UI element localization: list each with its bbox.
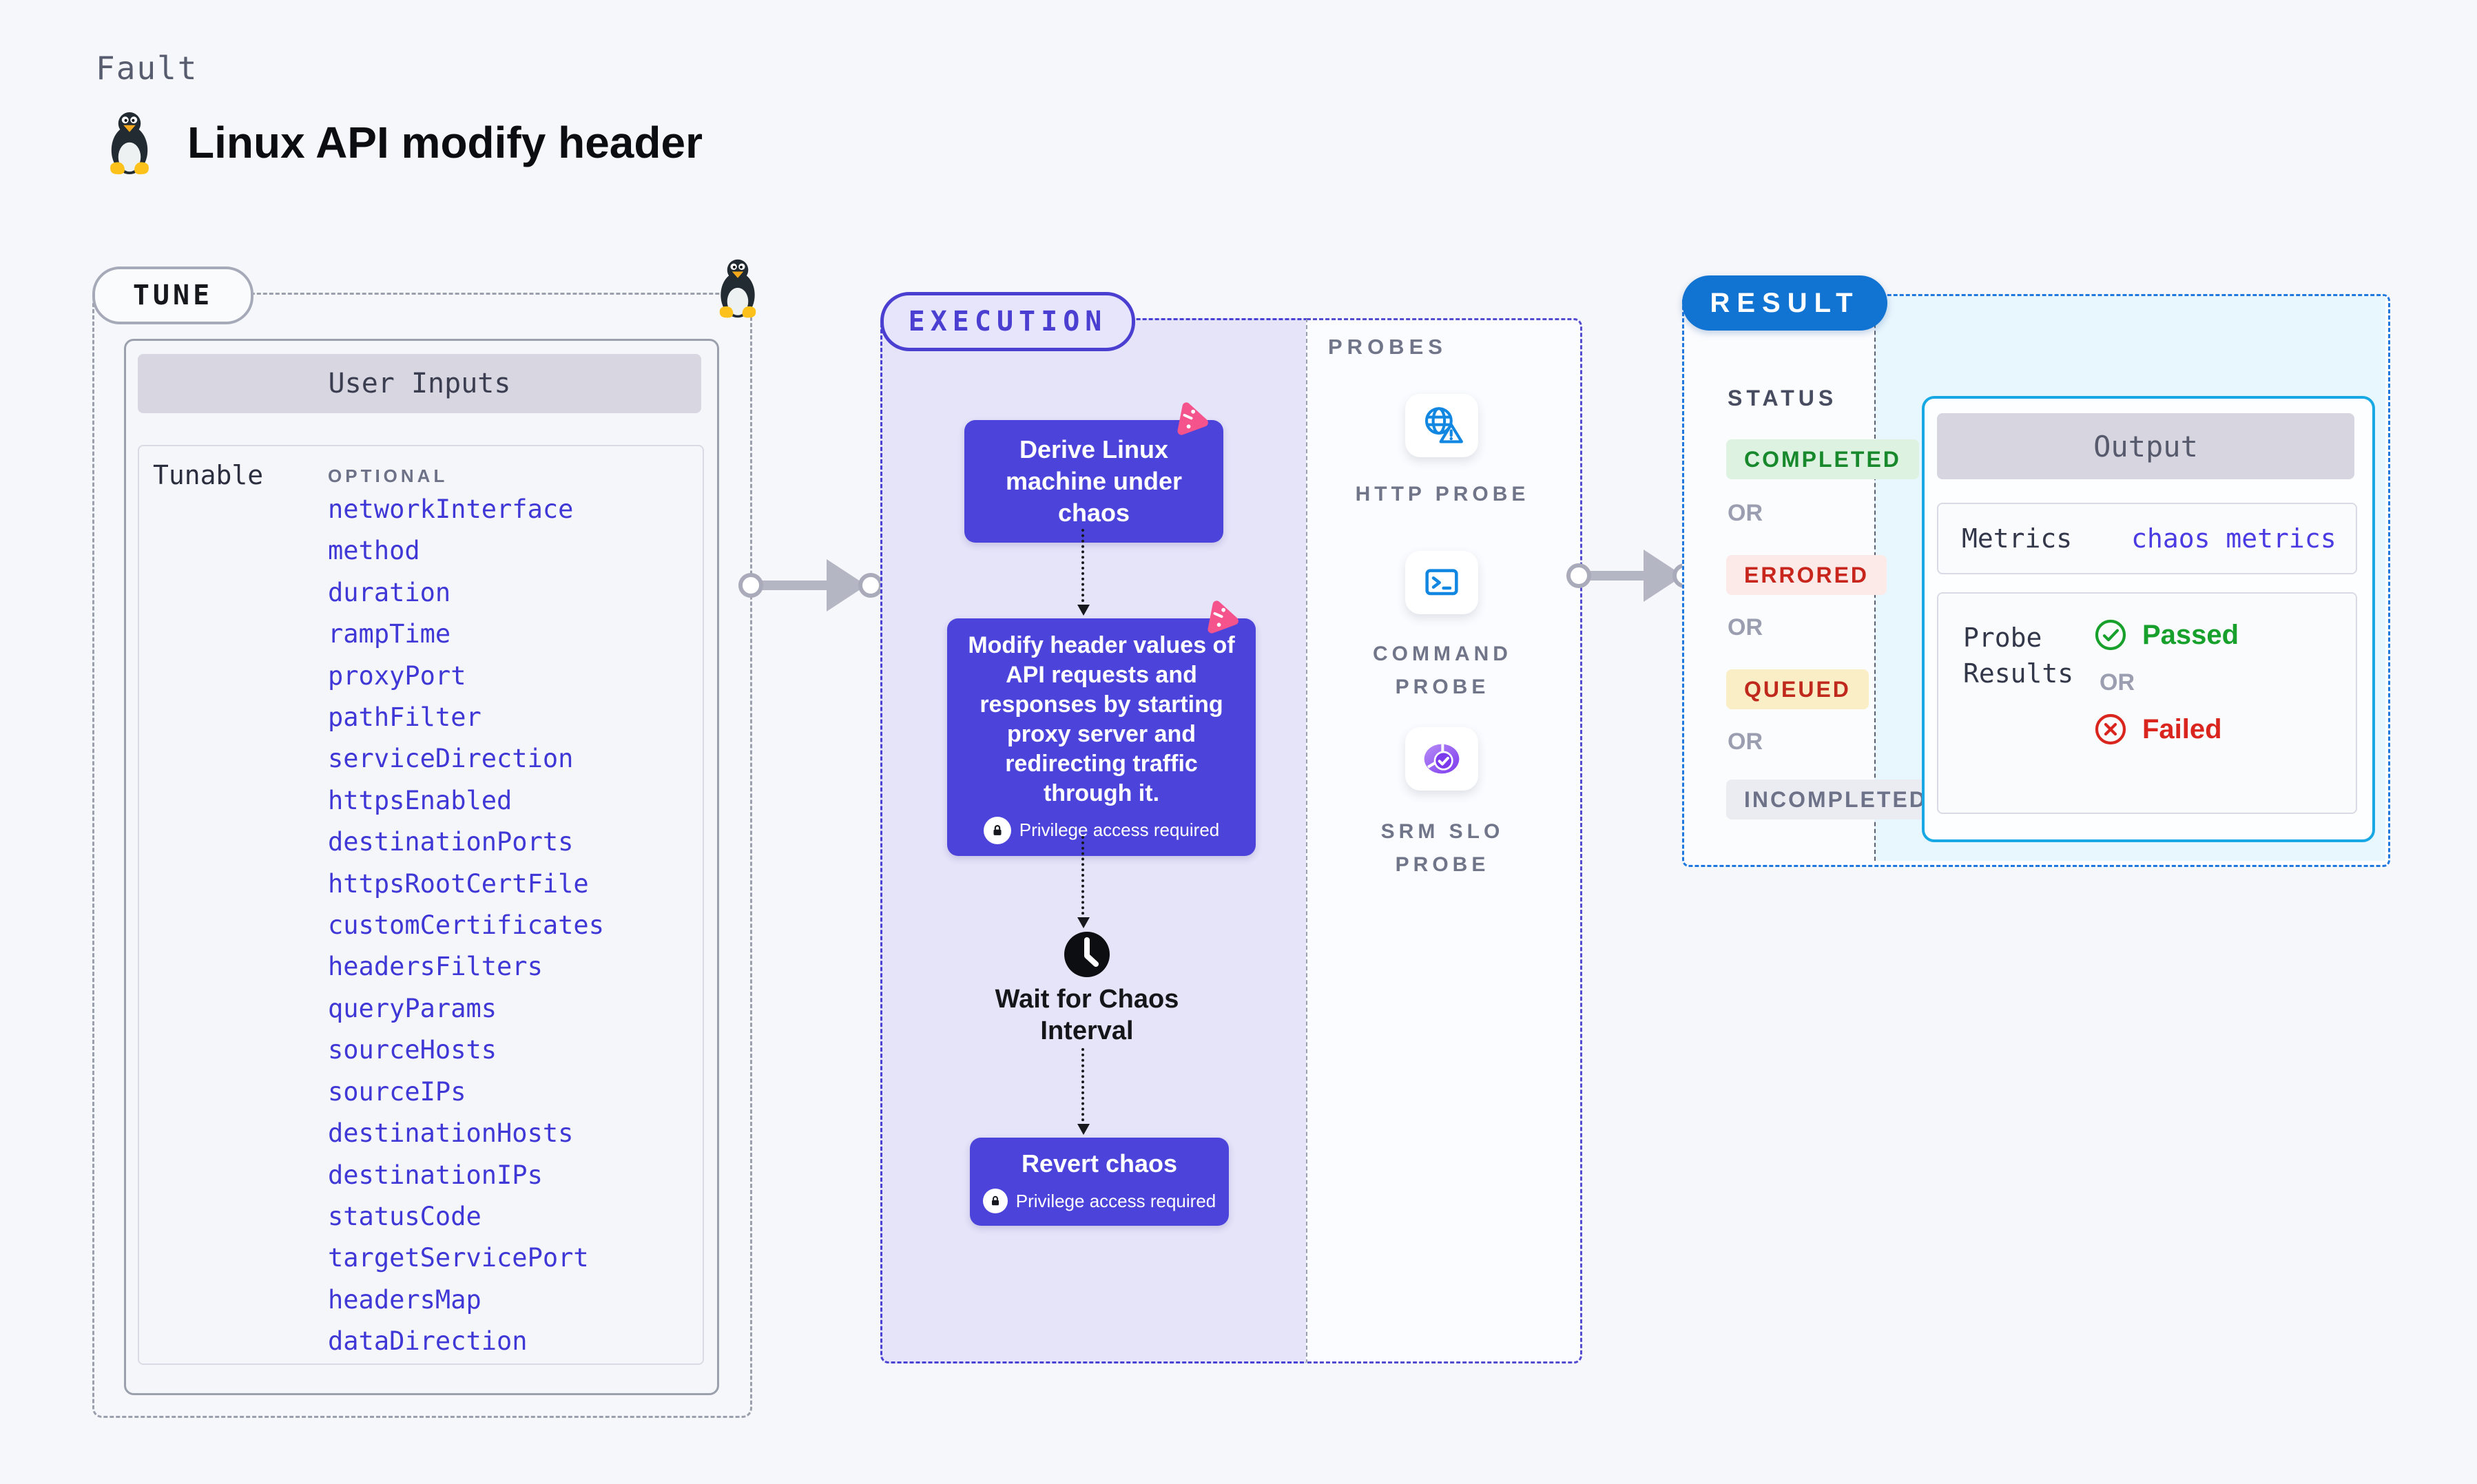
flow-connector [1077,529,1090,616]
linux-tux-icon [110,112,149,175]
step-derive-label: Derive Linux machine under chaos [1005,435,1183,527]
output-header: Output [1937,413,2354,479]
step-derive-machine: Derive Linux machine under chaos [964,420,1223,543]
or-separator: OR [1728,614,1763,640]
tunable-item[interactable]: method [328,536,420,566]
optional-label: OPTIONAL [328,466,448,486]
globe-warning-icon [1424,407,1463,443]
tunable-row-label: Tunable [153,460,264,490]
privilege-note: Privilege access required [960,815,1243,845]
user-inputs-header: User Inputs [138,354,701,413]
passed-label: Passed [2142,619,2239,650]
step-revert-chaos: Revert chaos Privilege access required [970,1138,1229,1226]
tunable-item[interactable]: destinationHosts [328,1118,574,1149]
tunable-item[interactable]: serviceDirection [328,744,574,774]
failed-row: Failed [2094,713,2239,746]
privilege-note-text: Privilege access required [1015,1191,1216,1211]
tunable-item[interactable]: destinationIPs [328,1160,543,1190]
probe-results-label: Probe Results [1963,623,2074,689]
tunables-list-box [138,445,704,1365]
chaos-spark-icon [1177,402,1208,435]
tunable-item[interactable]: headersFilters [328,952,543,982]
tunable-item[interactable]: customCertificates [328,910,604,941]
tunable-item[interactable]: targetServicePort [328,1243,589,1273]
or-separator: OR [1728,729,1763,755]
http-probe-label: HTTP PROBE [1355,483,1530,505]
status-badge-incompleted: INCOMPLETED [1726,780,1945,819]
slo-pie-check-icon [1424,744,1460,774]
status-label: STATUS [1728,386,1838,410]
command-probe-label: COMMAND PROBE [1373,642,1512,698]
tunable-item[interactable]: dataDirection [328,1326,528,1357]
tunable-item[interactable]: rampTime [328,619,451,649]
probes-section-label: PROBES [1328,335,1447,359]
step-revert-label: Revert chaos [1021,1149,1178,1178]
metrics-label: Metrics [1962,523,2073,554]
privilege-note: Privilege access required [980,1186,1219,1216]
execution-section-pill: EXECUTION [880,292,1135,351]
step-modify-label: Modify header values of API requests and… [968,632,1235,806]
tunable-item[interactable]: httpsRootCertFile [328,868,589,899]
fault-category-label: Fault [96,50,198,87]
failed-label: Failed [2142,713,2222,744]
linux-tux-icon [719,259,756,318]
srm-slo-probe-card[interactable] [1405,727,1478,791]
tune-section-pill: TUNE [92,267,253,324]
srm-slo-probe-label: SRM SLO PROBE [1380,820,1504,876]
tunable-item[interactable]: pathFilter [328,702,481,733]
tunable-item[interactable]: httpsEnabled [328,785,512,815]
probe-results-values: Passed OR Failed [2094,618,2239,746]
flow-connector [1077,1048,1090,1135]
tunable-item[interactable]: duration [328,577,451,607]
probe-results-row: Probe Results Passed OR Failed [1937,592,2357,814]
tune-section [92,293,752,1418]
page-title: Linux API modify header [187,118,703,167]
privilege-note-text: Privilege access required [1019,819,1220,840]
step-wait-label: Wait for Chaos Interval [995,985,1179,1045]
clock-icon [1064,932,1110,977]
tunable-item[interactable]: statusCode [328,1201,481,1231]
command-probe-card[interactable] [1405,551,1478,614]
tunable-item[interactable]: headersMap [328,1284,481,1315]
tunable-item[interactable]: destinationPorts [328,827,574,857]
tunable-item[interactable]: queryParams [328,993,497,1023]
or-separator: OR [1728,500,1763,526]
x-circle-icon [2095,713,2126,745]
lock-icon [982,1189,1008,1213]
check-circle-icon [2095,619,2126,651]
chaos-spark-icon [1208,600,1238,634]
step-modify-header: Modify header values of API requests and… [947,618,1256,856]
probes-section [1306,318,1582,1363]
lock-icon [983,816,1011,844]
result-section-pill: RESULT [1682,275,1887,331]
status-badge-queued: QUEUED [1726,669,1869,709]
tunables-list: networkInterface method duration rampTime pr… [328,489,693,1363]
user-inputs-card [124,339,719,1395]
tunable-item[interactable]: networkInterface [328,494,574,524]
terminal-icon [1425,569,1458,596]
status-badge-completed: COMPLETED [1726,439,1919,479]
flow-connector [1077,836,1090,928]
metrics-value[interactable]: chaos metrics [2131,523,2336,554]
or-separator: OR [2100,669,2135,696]
tunable-item[interactable]: sourceHosts [328,1035,497,1065]
tunable-item[interactable]: proxyPort [328,660,466,691]
passed-row: Passed [2094,618,2239,651]
status-badge-errored: ERRORED [1726,555,1887,595]
metrics-row: Metrics chaos metrics [1937,503,2357,574]
tunable-item[interactable]: sourceIPs [328,1076,466,1107]
http-probe-card[interactable] [1405,394,1478,457]
